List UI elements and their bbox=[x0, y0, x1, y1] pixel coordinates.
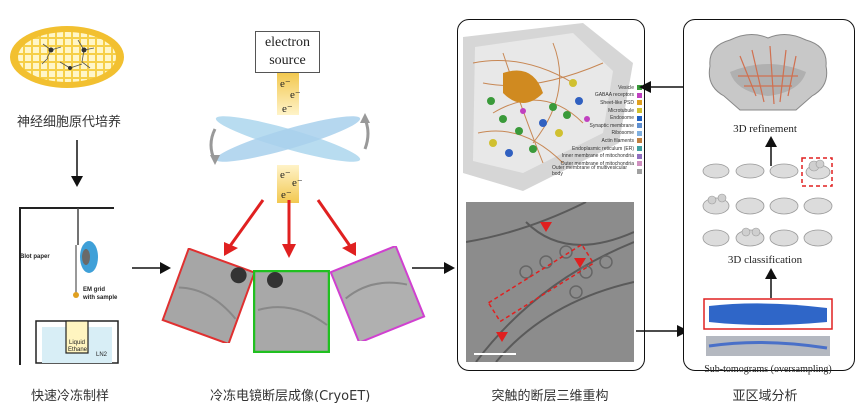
label-blot-paper: Blot paper bbox=[20, 254, 50, 260]
electron-source-line1: electron bbox=[264, 35, 311, 50]
electron-beam-diagram bbox=[209, 73, 370, 203]
legend-item: Outer membrane of multivesicular body bbox=[552, 165, 642, 178]
legend-swatch bbox=[637, 123, 642, 129]
legend-label: GABAA receptors bbox=[594, 92, 634, 99]
red-projection-arrows bbox=[224, 199, 356, 258]
plunge-freezer-diagram bbox=[19, 207, 119, 365]
legend-swatch bbox=[637, 85, 642, 91]
label-em-grid: EM grid bbox=[83, 287, 105, 293]
legend-swatch bbox=[637, 161, 642, 167]
electron-source-box: electron source bbox=[255, 31, 320, 73]
refined-density-map bbox=[708, 34, 828, 111]
legend-item: Ribosome bbox=[552, 130, 642, 138]
tomogram-slice bbox=[466, 202, 634, 362]
legend-item: Synaptic membrane bbox=[552, 122, 642, 130]
electron-label-6: e⁻ bbox=[281, 189, 292, 201]
legend-label: Synaptic membrane bbox=[589, 122, 634, 129]
legend-label: Endosome bbox=[610, 115, 634, 122]
sub-tomogram-strips bbox=[703, 298, 833, 356]
legend-label: Outer membrane of mitochondria bbox=[560, 160, 634, 167]
label-3d-classification: 3D classification bbox=[727, 254, 803, 266]
segmentation-rendering bbox=[463, 23, 633, 191]
caption-plunge-freeze: 快速冷冻制样 bbox=[30, 389, 109, 404]
legend-item: Actin filaments bbox=[552, 137, 642, 145]
legend-label: Inner membrane of mitochondria bbox=[561, 153, 634, 160]
legend-label: Ribosome bbox=[611, 130, 634, 137]
legend-item: Endosome bbox=[552, 114, 642, 122]
legend-item: Vesicle bbox=[552, 84, 642, 92]
right-arrow-freeze-to-cryoet bbox=[132, 262, 171, 274]
tilt-image-left bbox=[161, 248, 256, 343]
legend-label: Outer membrane of multivesicular body bbox=[552, 165, 628, 178]
label-3d-refinement: 3D refinement bbox=[733, 123, 797, 135]
legend-swatch bbox=[637, 153, 642, 159]
legend-swatch bbox=[637, 92, 642, 98]
legend-label: Vesicle bbox=[618, 84, 634, 91]
label-liquid: Liquid bbox=[69, 340, 86, 346]
caption-subtomo: 亚区域分析 bbox=[732, 389, 798, 404]
legend-item: Microtubule bbox=[552, 107, 642, 115]
down-arrow-culture-to-freeze bbox=[71, 140, 83, 187]
legend-swatch bbox=[637, 168, 642, 174]
legend-item: Outer membrane of mitochondria bbox=[552, 160, 642, 168]
legend-label: Endoplasmic reticulum (ER) bbox=[572, 145, 634, 152]
legend-item: GABAA receptors bbox=[552, 92, 642, 100]
label-with-sample: with sample bbox=[83, 295, 118, 301]
legend-swatch bbox=[637, 138, 642, 144]
legend-swatch bbox=[637, 130, 642, 136]
electron-source-line2: source bbox=[269, 53, 306, 68]
up-arrow-to-refinement bbox=[765, 136, 777, 166]
electron-label-4: e⁻ bbox=[280, 169, 291, 181]
legend-swatch bbox=[637, 115, 642, 121]
legend-label: Actin filaments bbox=[601, 137, 634, 144]
legend-item: Sheet-like PSD bbox=[552, 99, 642, 107]
legend-swatch bbox=[637, 100, 642, 106]
label-ln2: LN2 bbox=[96, 352, 108, 358]
legend-swatch bbox=[637, 146, 642, 152]
neuron-culture-dish bbox=[10, 26, 124, 88]
class-averages-grid bbox=[702, 157, 833, 247]
legend-item: Inner membrane of mitochondria bbox=[552, 152, 642, 160]
legend-label: Sheet-like PSD bbox=[600, 99, 634, 106]
right-arrow-recon-to-subtomo bbox=[636, 325, 689, 337]
electron-label-5: e⁻ bbox=[292, 177, 303, 189]
right-arrow-cryoet-to-recon bbox=[412, 262, 455, 274]
caption-reconstruction: 突触的断层三维重构 bbox=[491, 389, 609, 404]
caption-cryoet: 冷冻电镜断层成像(CryoET) bbox=[210, 389, 371, 404]
electron-label-2: e⁻ bbox=[290, 89, 301, 101]
caption-neuron-culture: 神经细胞原代培养 bbox=[16, 115, 121, 130]
electron-label-1: e⁻ bbox=[280, 78, 291, 90]
legend-label: Microtubule bbox=[608, 107, 634, 114]
tilt-image-center bbox=[253, 270, 330, 353]
electron-label-3: e⁻ bbox=[282, 103, 293, 115]
tilt-image-right bbox=[329, 246, 426, 341]
label-subtomograms: Sub-tomograms (oversampling) bbox=[704, 364, 832, 375]
label-ethane: Ethane bbox=[68, 347, 88, 353]
up-arrow-to-classification bbox=[765, 268, 777, 298]
legend-item: Endoplasmic reticulum (ER) bbox=[552, 145, 642, 153]
legend-swatch bbox=[637, 108, 642, 114]
